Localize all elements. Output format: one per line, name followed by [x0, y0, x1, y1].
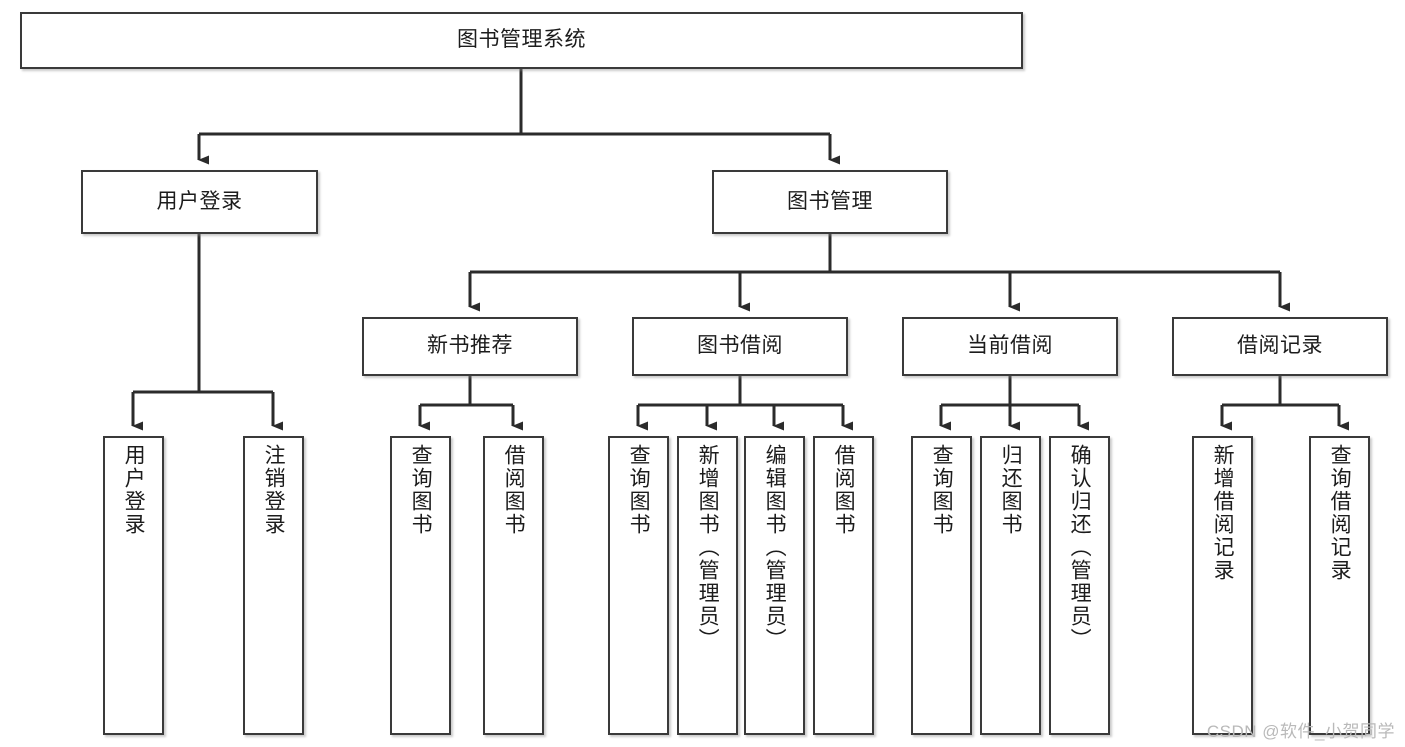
leaf-label: 查询图书 [627, 444, 651, 536]
node-label: 图书管理系统 [457, 28, 586, 52]
node-current-borrow[interactable]: 当前借阅 [902, 317, 1118, 376]
leaf-label: 归还图书 [999, 444, 1023, 536]
leaf-edit-book-admin[interactable]: 编辑图书（管理员） [744, 436, 805, 735]
leaf-label: 确认归还（管理员） [1068, 444, 1092, 651]
leaf-add-book-admin[interactable]: 新增图书（管理员） [677, 436, 738, 735]
node-book-management[interactable]: 图书管理 [712, 170, 948, 234]
node-root-book-management-system[interactable]: 图书管理系统 [20, 12, 1023, 69]
leaf-label: 借阅图书 [832, 444, 856, 536]
node-label: 新书推荐 [427, 334, 513, 358]
leaf-query-book-newbook[interactable]: 查询图书 [390, 436, 451, 735]
leaf-label: 查询图书 [930, 444, 954, 536]
leaf-label: 用户登录 [122, 444, 146, 536]
leaf-label: 新增图书（管理员） [696, 444, 720, 651]
leaf-borrow-book-newbook[interactable]: 借阅图书 [483, 436, 544, 735]
node-new-book-recommend[interactable]: 新书推荐 [362, 317, 578, 376]
leaf-user-login[interactable]: 用户登录 [103, 436, 164, 735]
node-book-borrow[interactable]: 图书借阅 [632, 317, 848, 376]
node-label: 图书管理 [787, 189, 873, 213]
leaf-label: 注销登录 [262, 444, 286, 536]
leaf-label: 查询图书 [409, 444, 433, 536]
node-label: 当前借阅 [967, 334, 1053, 358]
leaf-borrow-book[interactable]: 借阅图书 [813, 436, 874, 735]
leaf-query-book-current[interactable]: 查询图书 [911, 436, 972, 735]
leaf-query-book-borrow[interactable]: 查询图书 [608, 436, 669, 735]
leaf-label: 编辑图书（管理员） [763, 444, 787, 651]
watermark-csdn: CSDN @软件_小贺同学 [1206, 722, 1395, 741]
leaf-label: 借阅图书 [502, 444, 526, 536]
node-label: 图书借阅 [697, 334, 783, 358]
leaf-label: 新增借阅记录 [1211, 444, 1235, 582]
leaf-query-borrow-record[interactable]: 查询借阅记录 [1309, 436, 1370, 735]
leaf-return-book[interactable]: 归还图书 [980, 436, 1041, 735]
node-label: 借阅记录 [1237, 334, 1323, 358]
node-user-login[interactable]: 用户登录 [81, 170, 318, 234]
node-label: 用户登录 [156, 189, 243, 213]
leaf-logout[interactable]: 注销登录 [243, 436, 304, 735]
node-borrow-record[interactable]: 借阅记录 [1172, 317, 1388, 376]
leaf-label: 查询借阅记录 [1328, 444, 1352, 582]
leaf-confirm-return-admin[interactable]: 确认归还（管理员） [1049, 436, 1110, 735]
leaf-add-borrow-record[interactable]: 新增借阅记录 [1192, 436, 1253, 735]
